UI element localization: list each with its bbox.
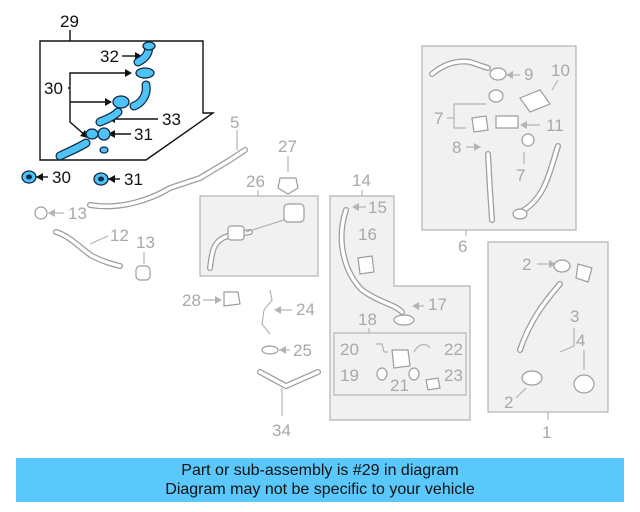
callout-28: 28 <box>182 291 201 310</box>
part-24-pipe: 24 <box>261 289 315 335</box>
callout-13-lower: 13 <box>136 233 155 252</box>
callout-32: 32 <box>100 47 119 66</box>
callout-14: 14 <box>352 171 371 190</box>
callout-21: 21 <box>390 376 409 395</box>
callout-5: 5 <box>230 113 239 132</box>
banner-line-part: Part or sub-assembly is #29 in diagram <box>181 462 459 479</box>
callout-9: 9 <box>524 65 533 84</box>
callout-34: 34 <box>272 421 291 440</box>
callout-16: 16 <box>358 225 377 244</box>
callout-26: 26 <box>246 172 265 191</box>
exploded-parts-diagram: 29 32 30 33 31 <box>21 12 609 442</box>
callout-2-upper: 2 <box>522 255 531 274</box>
part-34-line: 34 <box>257 369 321 440</box>
box-26: 26 <box>199 172 319 277</box>
callout-1: 1 <box>542 423 551 442</box>
part-13-lower: 13 <box>135 233 155 281</box>
callout-7-lower: 7 <box>516 166 525 185</box>
part-25-oring: 25 <box>261 341 312 360</box>
callout-23: 23 <box>444 366 463 385</box>
callout-18: 18 <box>358 310 377 329</box>
clamp-31 <box>93 172 109 186</box>
callout-24: 24 <box>296 300 315 319</box>
callout-31-upper: 31 <box>134 125 153 144</box>
part-5-tube: 5 <box>87 113 248 210</box>
callout-3: 3 <box>570 307 579 326</box>
banner-line-disclaimer: Diagram may not be specific to your vehi… <box>165 481 475 498</box>
callout-4: 4 <box>576 331 585 350</box>
assembly-29-group[interactable]: 29 32 30 33 31 <box>21 12 216 189</box>
callout-30-upper: 30 <box>44 79 63 98</box>
part-27-valve: 27 <box>277 137 299 195</box>
callout-30-lower: 30 <box>52 168 71 187</box>
box-18: 18 20 22 19 23 21 <box>333 310 467 396</box>
callout-19: 19 <box>340 366 359 385</box>
callout-17: 17 <box>428 295 447 314</box>
callout-25: 25 <box>293 341 312 360</box>
callout-15: 15 <box>368 198 387 217</box>
callout-10: 10 <box>551 61 570 80</box>
assembly-29-frame <box>39 40 216 161</box>
box-6: 6 9 10 7 11 8 7 <box>421 45 577 256</box>
callout-29: 29 <box>60 12 79 31</box>
callout-7-upper: 7 <box>434 109 443 128</box>
part-28-bracket: 28 <box>182 291 241 310</box>
callout-2-lower: 2 <box>504 393 513 412</box>
clamp-30 <box>21 170 37 184</box>
info-banner: Part or sub-assembly is #29 in diagram D… <box>16 458 624 502</box>
part-13-clamp: 13 <box>34 204 87 223</box>
part-12-hose: 12 <box>53 226 129 269</box>
callout-20: 20 <box>340 340 359 359</box>
hose-set-highlighted <box>55 41 156 161</box>
callout-8: 8 <box>452 138 461 157</box>
callout-33: 33 <box>162 110 181 129</box>
callout-12: 12 <box>110 226 129 245</box>
callout-13-upper: 13 <box>68 204 87 223</box>
box-1: 1 2 3 4 2 <box>487 241 609 442</box>
callout-27: 27 <box>278 137 297 156</box>
callout-31-lower: 31 <box>124 170 143 189</box>
callout-6: 6 <box>458 237 467 256</box>
callout-22: 22 <box>444 340 463 359</box>
callout-11: 11 <box>546 116 564 135</box>
